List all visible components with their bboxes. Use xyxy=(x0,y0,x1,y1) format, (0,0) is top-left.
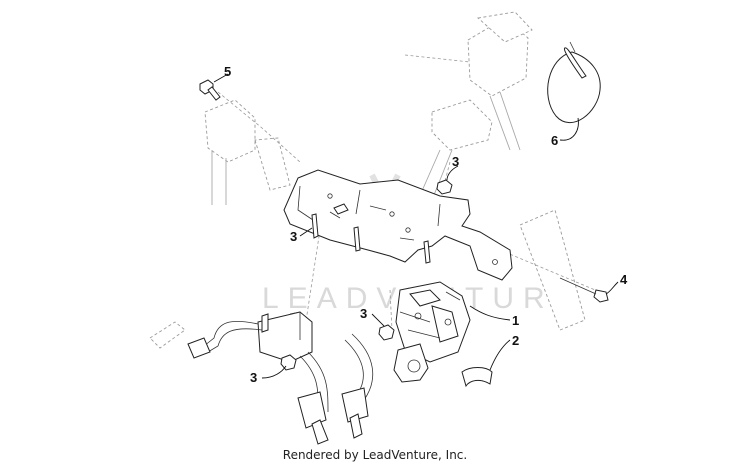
nut-3-top xyxy=(436,179,453,195)
actuator-unit-1 xyxy=(393,281,471,383)
callout-3-top: 3 xyxy=(452,154,459,169)
clip-2 xyxy=(461,367,493,388)
nut-3-bottom xyxy=(280,354,297,371)
callout-2: 2 xyxy=(512,333,519,348)
assembly-lines xyxy=(217,54,601,361)
frame-ghost-parts xyxy=(149,11,586,349)
bolt-4 xyxy=(559,277,609,303)
zip-tie-6 xyxy=(547,41,601,124)
callout-5: 5 xyxy=(224,64,231,79)
wiring-harness xyxy=(187,311,374,445)
callout-3-left: 3 xyxy=(290,229,297,244)
callout-1: 1 xyxy=(512,313,519,328)
nut-3-mid xyxy=(378,324,395,341)
callout-3-bottom: 3 xyxy=(250,370,257,385)
mounting-bracket xyxy=(283,169,513,281)
callout-4: 4 xyxy=(620,272,628,287)
callout-3-mid: 3 xyxy=(360,306,367,321)
callouts: 5 6 3 3 3 3 4 1 2 xyxy=(224,64,628,385)
rendered-by-caption: Rendered by LeadVenture, Inc. xyxy=(282,448,468,462)
callout-6: 6 xyxy=(551,133,558,148)
bracket-studs xyxy=(311,203,431,264)
bolt-5 xyxy=(199,79,221,101)
callout-leaders xyxy=(213,73,619,379)
